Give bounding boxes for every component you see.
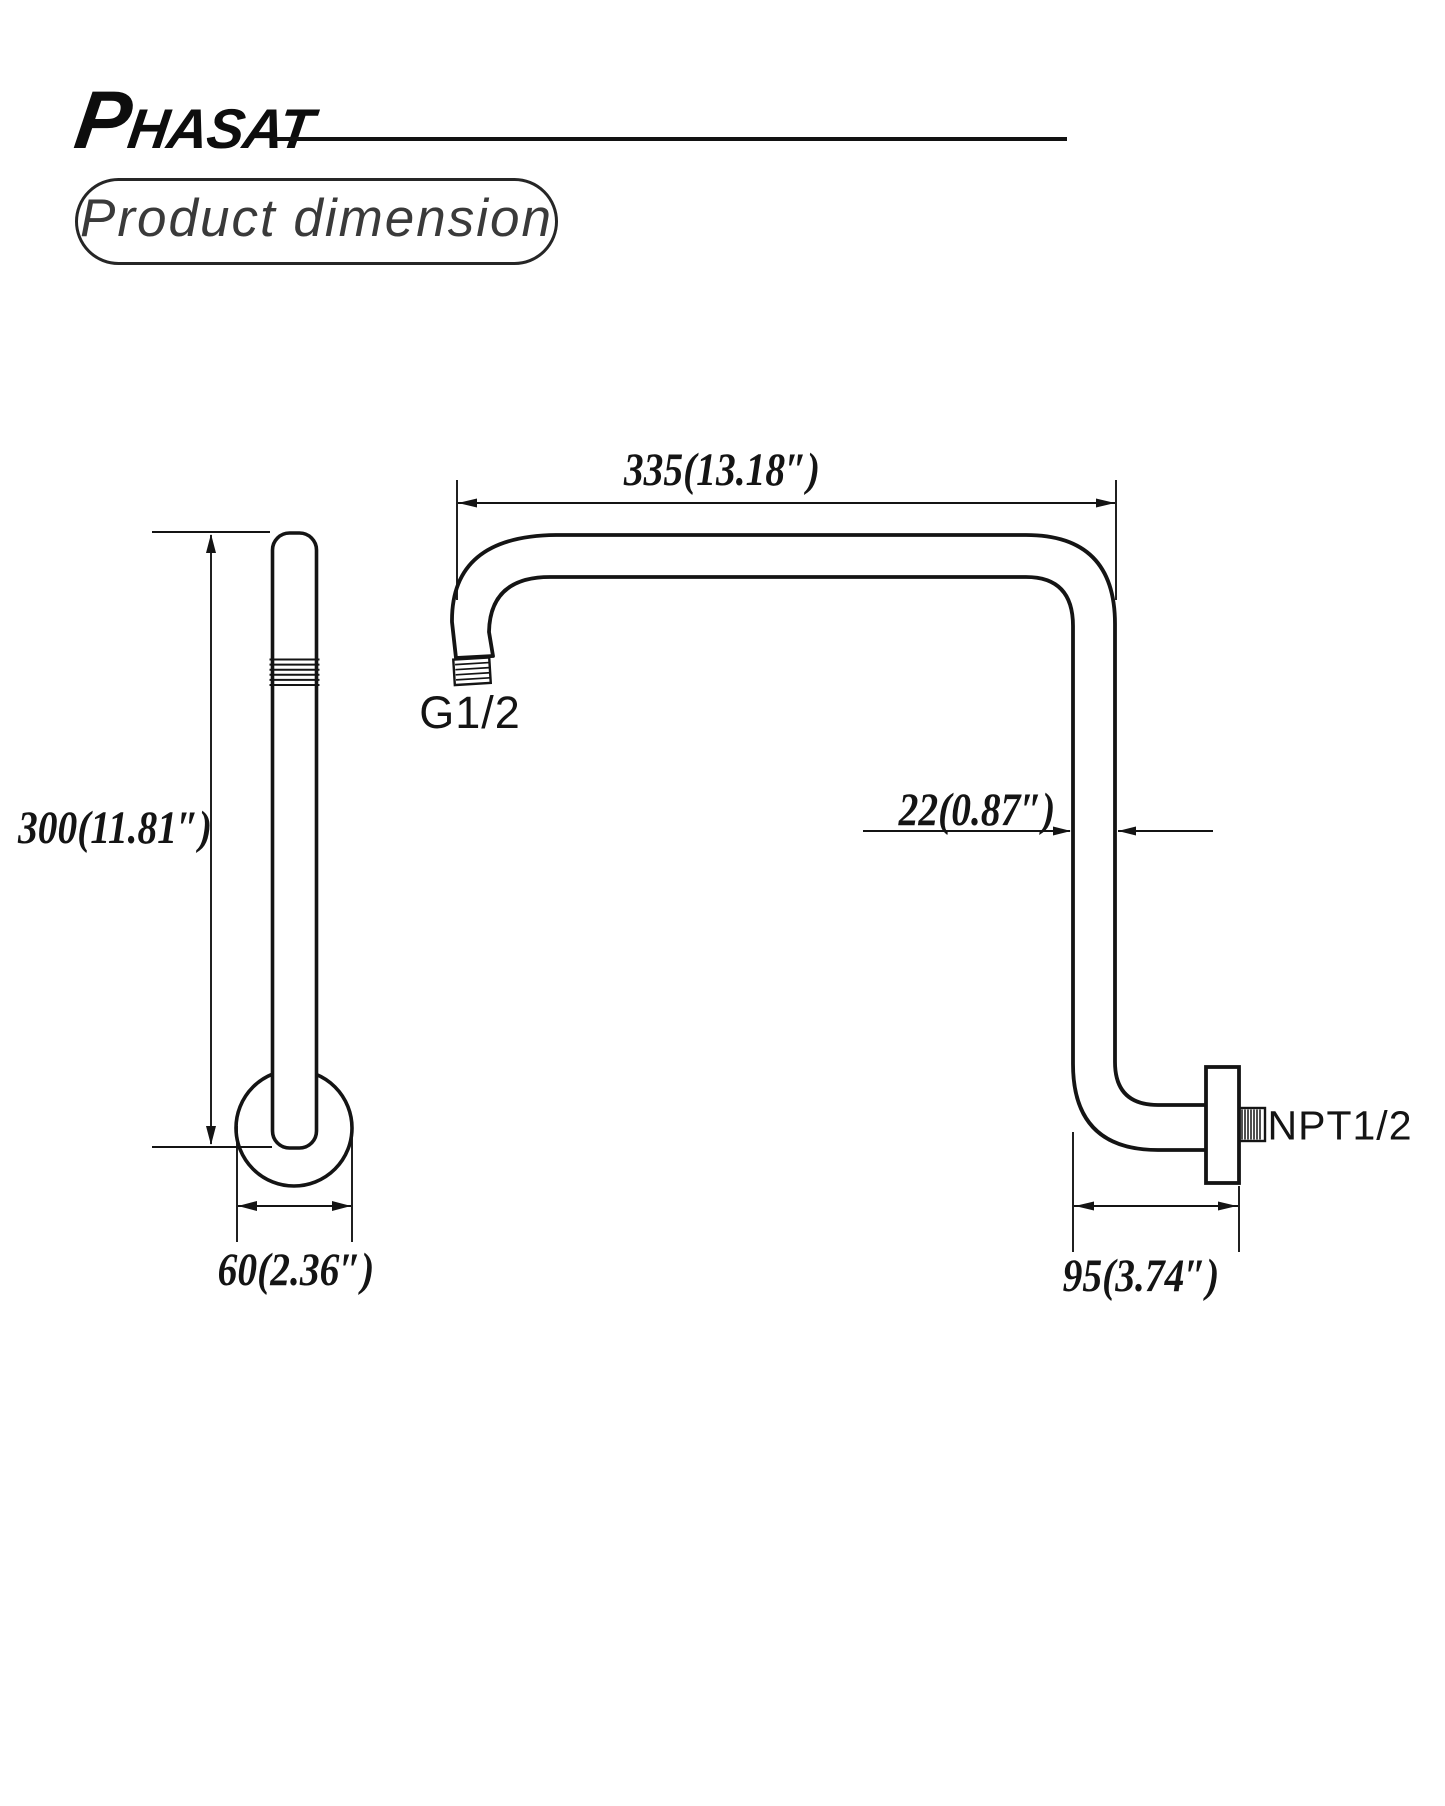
page-title: Product dimension	[80, 189, 553, 248]
flange-width-dimension	[236, 1126, 353, 1242]
gooseneck-arm-view	[450, 480, 1267, 1252]
dim-tube-od-label: 22(0.87″)	[898, 784, 1056, 836]
dim-height-label: 300(11.81″)	[18, 802, 212, 854]
dim-arm-length-label: 335(13.18″)	[623, 444, 821, 496]
g-thread-label: G1/2	[419, 687, 521, 738]
left-side-view	[152, 531, 354, 1242]
height-dimension	[152, 531, 272, 1148]
arm-thread-hatch	[269, 658, 320, 686]
wall-flange-plate	[1204, 1065, 1241, 1185]
straight-arm-tube	[270, 531, 319, 1150]
dim-flange-width-label: 60(2.36″)	[217, 1244, 375, 1296]
title-badge: Product dimension	[75, 178, 558, 265]
tube-od-dimension	[863, 826, 1213, 836]
arm-length-dimension	[456, 480, 1117, 600]
dim-wall-offset-label: 95(3.74″)	[1062, 1250, 1220, 1302]
npt-thread-nipple	[1237, 1106, 1267, 1143]
header-rule	[273, 137, 1067, 141]
gooseneck-arm-outline	[450, 533, 1214, 1152]
g-thread-tip	[451, 656, 493, 687]
wall-offset-dimension	[1072, 1132, 1240, 1252]
npt-thread-label: NPT1/2	[1267, 1102, 1413, 1149]
